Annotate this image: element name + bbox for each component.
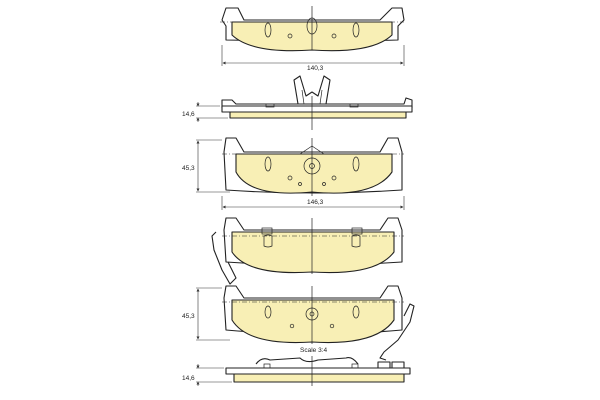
dimension-label-height-upper: 45,3 — [182, 165, 195, 172]
dimension-label-width-top: 140,3 — [307, 65, 324, 72]
dimension-thickness-top: 14,6 — [182, 102, 228, 122]
dimension-width-mid: 146,3 — [221, 196, 405, 210]
dimension-width-top: 140,3 — [221, 45, 405, 72]
dimension-label-thickness-top: 14,6 — [182, 111, 195, 118]
pad-side-view-lower — [225, 356, 411, 386]
dimension-label-width-mid: 146,3 — [307, 199, 324, 206]
scale-label: Scale 3:4 — [300, 347, 327, 354]
pad-side-view-upper — [221, 75, 413, 130]
dimension-height-lower: 45,3 — [182, 287, 230, 341]
pad-view-lower — [222, 285, 415, 361]
dimension-height-upper: 45,3 — [182, 139, 230, 193]
dimension-label-thickness-bottom: 14,6 — [182, 375, 195, 382]
dimension-label-height-lower: 45,3 — [182, 313, 195, 320]
pad-view-middle — [211, 217, 404, 285]
pad-view-top-front — [220, 6, 405, 52]
pad-view-upper-back — [222, 137, 404, 196]
dimension-thickness-bottom: 14,6 — [182, 364, 232, 386]
